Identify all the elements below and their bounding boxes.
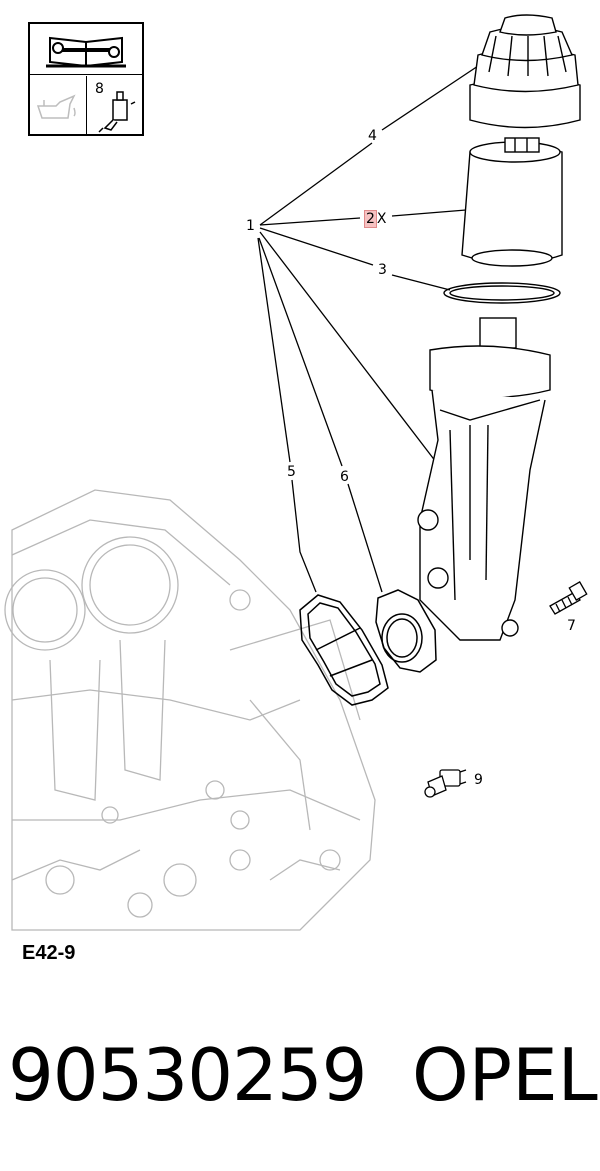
brand-name: OPEL	[412, 1033, 598, 1117]
diagram-drawing	[4, 14, 588, 931]
callout-5: 5	[287, 464, 296, 480]
legend-oil-cell	[30, 76, 87, 134]
legend-sensor-cell: 8	[87, 76, 142, 134]
legend-box: 8	[28, 22, 144, 136]
callout-1: 1	[246, 218, 255, 234]
engine-block-illustration	[4, 489, 376, 931]
part-number: 90530259	[8, 1033, 367, 1117]
callout-2-multiplier: X	[376, 211, 387, 227]
gasket-5-illustration	[299, 594, 389, 706]
bolt-7-illustration	[549, 581, 588, 615]
sensor-9-illustration	[424, 769, 467, 798]
legend-sensor-label: 8	[95, 81, 104, 97]
leader-lines	[257, 65, 479, 593]
filter-element-illustration	[461, 137, 563, 267]
diagram-code: E42-9	[22, 942, 76, 964]
filter-cap-illustration	[469, 14, 581, 129]
callout-3: 3	[378, 262, 387, 278]
o-ring-illustration	[443, 282, 561, 304]
sensor-icon	[98, 91, 136, 133]
legend-manual-cell	[30, 24, 142, 75]
book-wrench-icon	[46, 36, 126, 68]
callout-2-highlight: 2	[364, 210, 377, 228]
gasket-6-illustration	[375, 589, 437, 673]
oil-can-icon	[36, 94, 76, 119]
callout-7: 7	[567, 618, 576, 634]
callout-6: 6	[340, 469, 349, 485]
callout-4: 4	[368, 128, 377, 144]
filter-housing-illustration	[417, 317, 551, 641]
callout-9: 9	[474, 772, 483, 788]
